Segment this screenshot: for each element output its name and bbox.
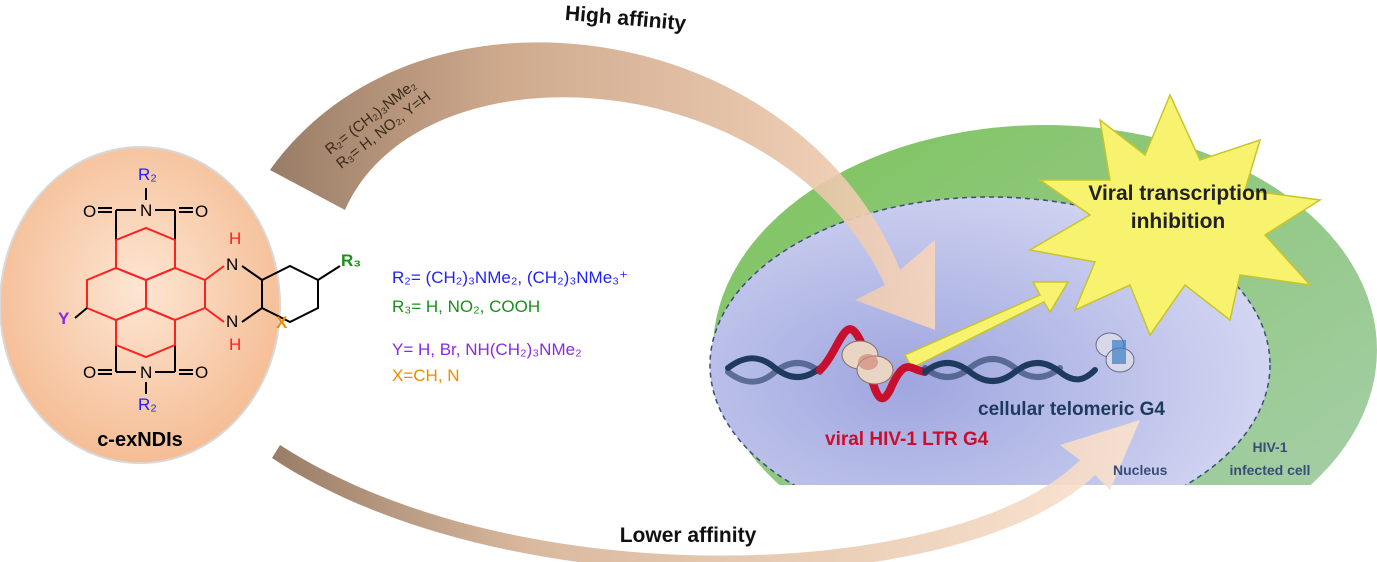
viral-g4-quadruplex-icon [841,340,894,385]
compound-name: c-exNDIs [97,429,183,451]
substituent-list: R₂= (CH₂)₃NMe₂, (CH₂)₃NMe₃⁺ R₃= H, NO₂, … [392,268,628,385]
nh-bottom-n-label: N [226,312,238,331]
nucleus-label: Nucleus [1113,462,1168,478]
telomeric-g4-label: cellular telomeric G4 [978,399,1165,420]
n-bottom-label: N [140,363,152,382]
substituent-y: Y= H, Br, NH(CH₂)₃NMe₂ [392,340,582,359]
star-burst [1027,93,1323,337]
r2-top-label: R₂ [138,165,157,184]
chemical-structure [74,188,341,394]
y-label: Y [58,309,70,328]
nh-bottom-h-label: H [229,335,241,354]
o-top-right-label: O [195,202,208,221]
substituent-r2: R₂= (CH₂)₃NMe₂, (CH₂)₃NMe₃⁺ [392,268,628,287]
o-bottom-right-label: O [195,363,208,382]
telomeric-g4-quadruplex-icon [1095,332,1135,373]
nh-top-n-label: N [226,255,238,274]
lower-affinity-label: Lower affinity [620,524,757,547]
n-top-label: N [140,201,152,220]
inhibition-arrow [903,281,1070,369]
cell-label-line1: HIV-1 [1252,439,1287,455]
viral-transcription-line2: inhibition [1131,210,1225,233]
cell-label-line2: infected cell [1230,462,1311,478]
o-top-left-label: O [83,202,96,221]
structure-labels: R₂ N O O H N N H R₃ Y X O O N R₂ [58,165,361,414]
substituent-x: X=CH, N [392,366,460,385]
substituent-r3: R₃= H, NO₂, COOH [392,297,540,316]
molecule-circle [0,146,281,464]
viral-transcription-line1: Viral transcription [1088,182,1267,205]
viral-g4-label: viral HIV-1 LTR G4 [825,429,989,450]
high-affinity-label: High affinity [564,2,687,36]
high-affinity-arrow [270,42,935,330]
nh-top-h-label: H [229,229,241,248]
r2-bottom-label: R₂ [138,395,157,414]
x-label: X [276,313,288,332]
o-bottom-left-label: O [83,363,96,382]
r3-label: R₃ [341,251,361,270]
